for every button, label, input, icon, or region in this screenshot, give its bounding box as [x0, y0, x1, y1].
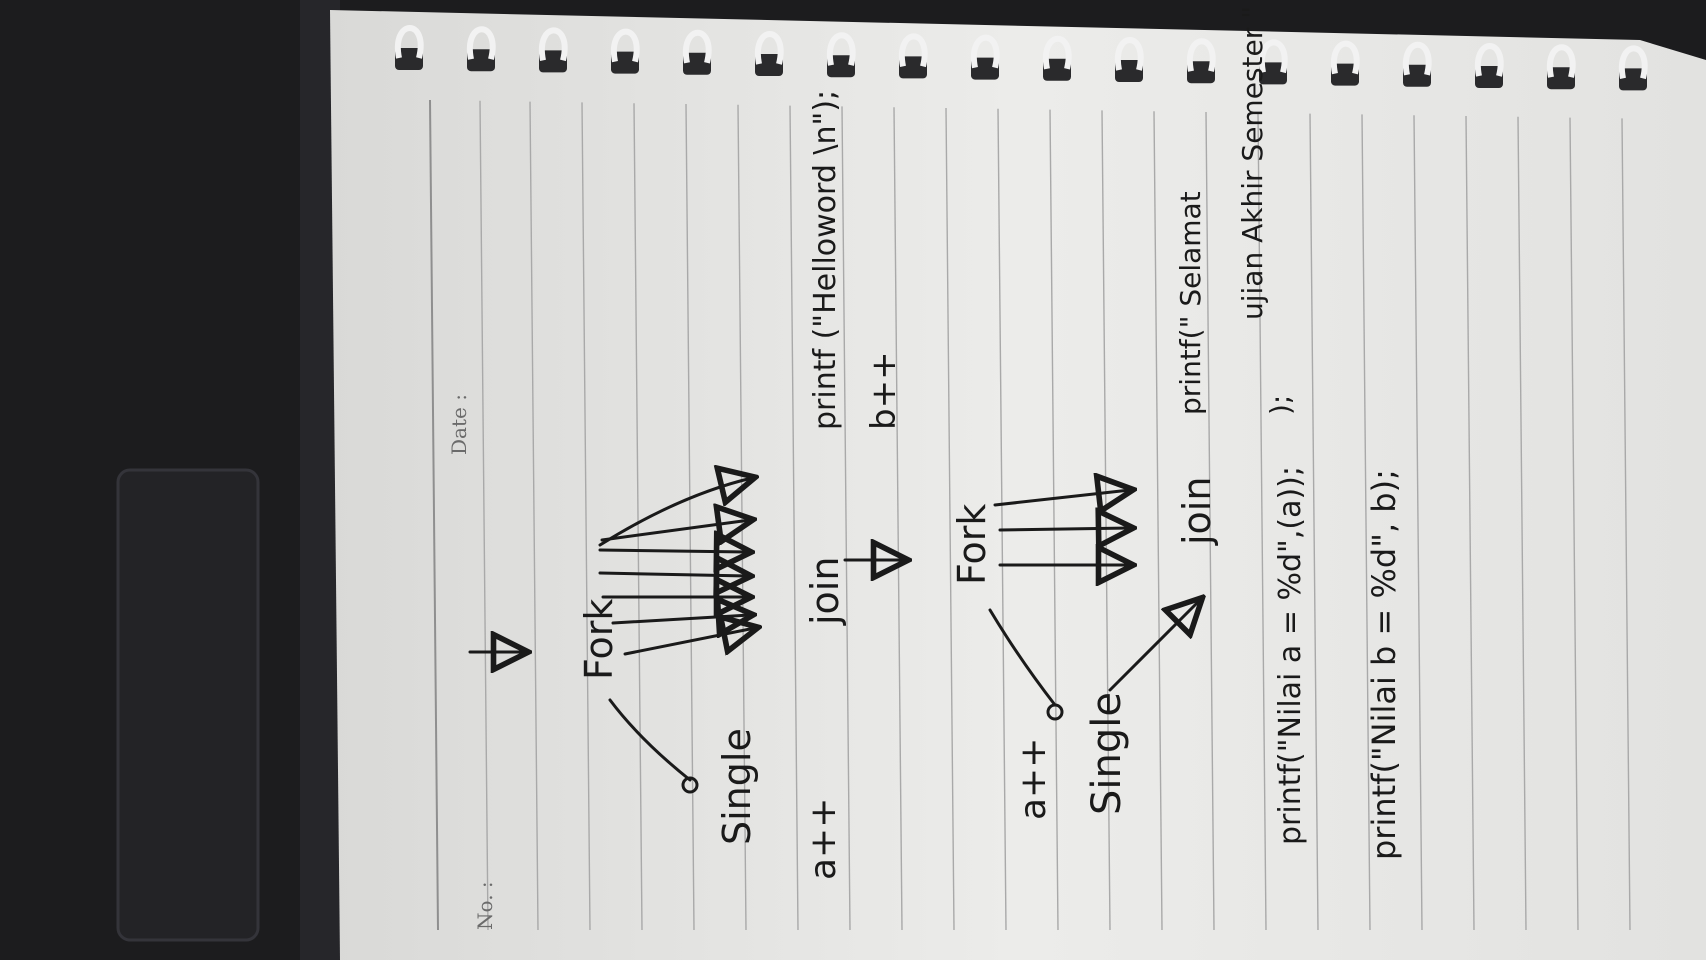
fork-to-single-line-2	[988, 608, 1057, 707]
ruled-line	[1517, 116, 1527, 931]
ruled-line	[581, 102, 591, 931]
spiral-hole	[755, 54, 783, 76]
spiral-ring	[1546, 44, 1576, 78]
spiral-hole	[971, 57, 999, 80]
spiral-hole	[1475, 66, 1503, 88]
spiral-ring	[1114, 37, 1144, 71]
spiral-ring	[466, 26, 496, 60]
ruled-line	[1257, 112, 1267, 931]
printf-hello: printf ("Helloword \n");	[808, 90, 843, 430]
spiral-ring	[1042, 36, 1072, 70]
spiral-ring	[1474, 43, 1504, 77]
fork-arrows	[598, 478, 755, 656]
spiral-ring	[826, 32, 856, 66]
fork-label-1: Fork	[577, 599, 621, 680]
a-increment-2: a++	[1013, 738, 1054, 820]
printf-selamat-line2: ujian Akhir Semester "	[1236, 6, 1269, 320]
ruled-line	[893, 107, 903, 931]
ruled-line	[1049, 109, 1059, 931]
spiral-hole	[827, 55, 855, 78]
ruled-line	[479, 100, 489, 931]
single-label-2: Single	[1084, 692, 1130, 815]
spiral-ring	[1186, 38, 1216, 72]
printf-selamat-line3: );	[1264, 395, 1297, 415]
spiral-hole	[1547, 67, 1575, 90]
spiral-ring	[754, 31, 784, 65]
spiral-ring	[394, 25, 424, 59]
fork-arrows-2	[993, 490, 1130, 565]
printf-nilai-b: printf("Nilai b = %d", b);	[1365, 469, 1403, 860]
single-label-1: Single	[715, 728, 759, 845]
ruled-line	[789, 105, 799, 931]
trackpad	[116, 468, 260, 942]
diagram-one	[468, 478, 905, 794]
spiral-ring	[898, 33, 928, 68]
ruled-line	[1569, 117, 1579, 931]
spiral-hole	[1619, 68, 1647, 91]
ruled-line	[841, 106, 851, 931]
printf-nilai-a: printf("Nilai a = %d",(a));	[1273, 466, 1308, 845]
spiral-hole	[683, 52, 711, 75]
spiral-hole	[1115, 60, 1143, 82]
printf-selamat-line1: printf(" Selamat	[1174, 191, 1207, 415]
ruled-line	[1309, 113, 1319, 931]
spiral-hole	[395, 48, 423, 70]
date-label: Date :	[447, 394, 471, 455]
spiral-hole	[1187, 61, 1215, 84]
spiral-hole	[1259, 62, 1287, 85]
fork-to-single-line	[608, 698, 692, 782]
ruled-line	[529, 101, 539, 931]
no-label: No. :	[473, 881, 497, 930]
notebook-page	[330, 10, 1706, 960]
spiral-ring	[1258, 39, 1288, 74]
join-label-1: join	[803, 557, 847, 626]
single-node-2	[1046, 703, 1064, 721]
ruled-line	[945, 107, 955, 931]
spiral-hole	[611, 51, 639, 74]
diagram-two	[988, 490, 1200, 721]
ruled-line	[1361, 114, 1371, 931]
spiral-hole	[467, 49, 495, 72]
ruled-line	[1153, 111, 1163, 931]
spiral-ring	[682, 30, 712, 64]
ruled-line	[429, 99, 439, 931]
spiral-hole	[1403, 64, 1431, 87]
ruled-line	[997, 108, 1007, 931]
single-to-join-arrow	[1108, 600, 1200, 692]
spiral-hole	[539, 50, 567, 73]
single-node	[681, 776, 699, 794]
spiral-ring	[1330, 40, 1360, 75]
spiral-hole	[1331, 63, 1359, 86]
spiral-ring	[538, 27, 568, 62]
a-increment-1: a++	[803, 798, 844, 880]
spiral-ring	[610, 28, 640, 63]
ruled-line	[1621, 118, 1631, 931]
fork-label-2: Fork	[950, 504, 994, 585]
spiral-ring	[1402, 42, 1432, 76]
spiral-ring	[1618, 45, 1648, 80]
ruled-line	[633, 103, 643, 931]
spiral-hole	[1043, 58, 1071, 81]
join-label-2: join	[1175, 477, 1219, 546]
spiral-binding	[394, 25, 1648, 91]
spiral-hole	[899, 56, 927, 79]
b-increment-1: b++	[864, 351, 904, 430]
ruled-line	[1413, 115, 1423, 931]
ruled-lines	[429, 99, 1631, 931]
ruled-line	[1205, 111, 1215, 931]
spiral-ring	[970, 34, 1000, 69]
ruled-line	[1465, 115, 1475, 931]
